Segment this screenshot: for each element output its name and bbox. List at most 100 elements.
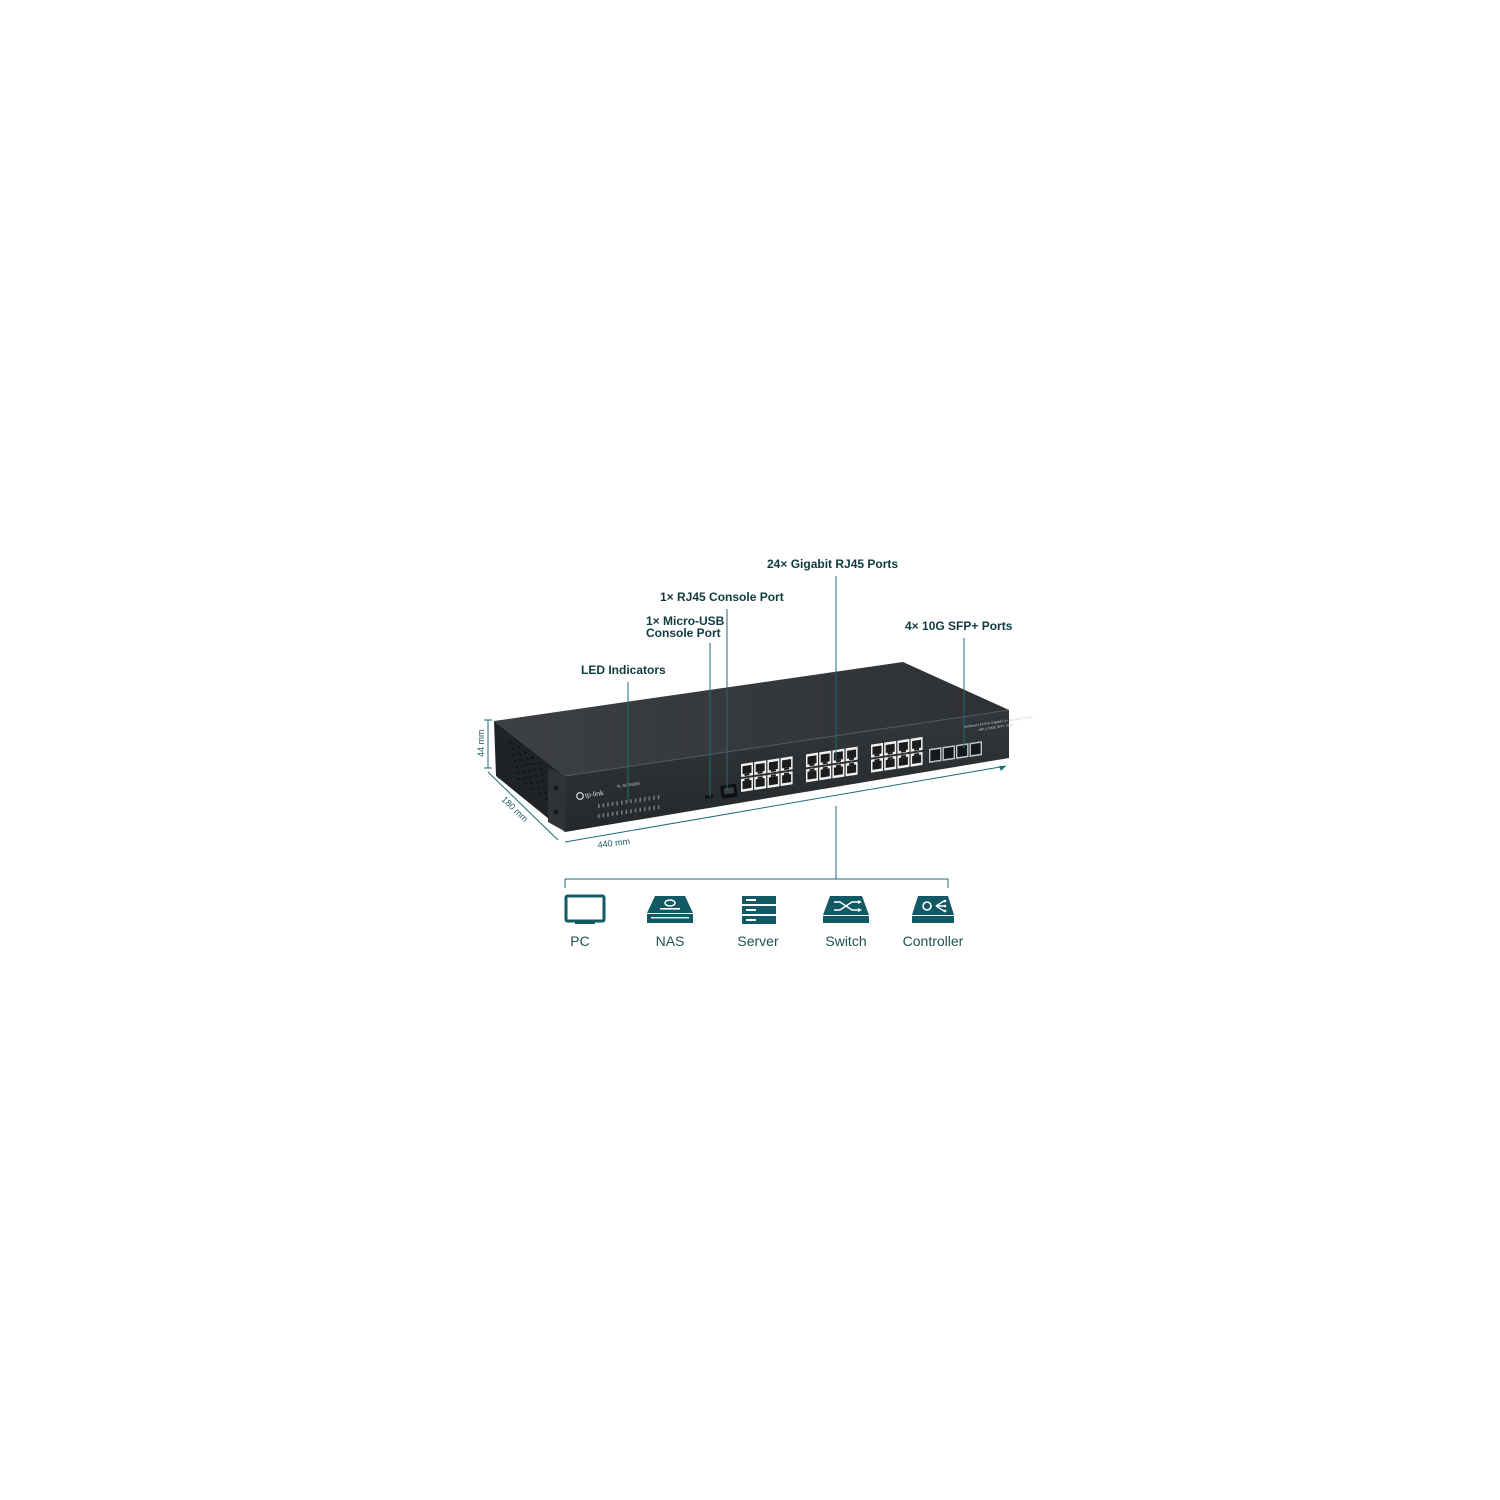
rj45-port[interactable] [819, 765, 832, 781]
rj45-port[interactable] [767, 773, 780, 789]
rj45-port[interactable] [845, 746, 858, 762]
rj45-port[interactable] [884, 755, 897, 771]
device-label-pc: PC [570, 933, 589, 949]
dimension-width: 440 mm [564, 765, 1007, 850]
device-label-switch: Switch [825, 933, 866, 949]
vent-hole [518, 753, 522, 755]
rj45-port[interactable] [806, 752, 818, 768]
switch-icon [823, 896, 869, 923]
usb-console-label: 1× Micro-USB [646, 614, 725, 628]
gigabit-ports-label: 24× Gigabit RJ45 Ports [767, 557, 898, 571]
led-light [598, 804, 600, 808]
vent-hole [527, 770, 531, 772]
sfp-port[interactable] [956, 743, 969, 759]
led-light [639, 807, 641, 812]
led-light [630, 809, 632, 814]
usb-console-label-2: Console Port [646, 626, 721, 640]
vent-hole [538, 762, 542, 764]
rj45-port[interactable] [910, 751, 923, 767]
led-light [611, 811, 614, 816]
callout-rj45-console: 1× RJ45 Console Port [660, 590, 784, 790]
side-vents [510, 742, 549, 800]
led-light [653, 805, 655, 810]
led-light [625, 809, 628, 814]
chassis-front [565, 710, 1009, 832]
led-light [616, 811, 618, 816]
led-light [602, 803, 605, 808]
sfp-plus-ports[interactable] [929, 741, 982, 763]
device-server: Server [737, 896, 779, 949]
vent-hole [531, 757, 535, 759]
rj45-port[interactable] [910, 736, 923, 752]
vent-hole [530, 782, 534, 784]
sfp-ports-label: 4× 10G SFP+ Ports [905, 619, 1013, 633]
rj45-port[interactable] [754, 775, 767, 791]
gigabit-rj45-ports[interactable] [741, 736, 923, 792]
vent-hole [524, 752, 528, 754]
rj45-port[interactable] [806, 767, 818, 783]
vent-hole [513, 760, 517, 762]
vent-hole [528, 776, 532, 778]
connection-tree [564, 806, 949, 888]
led-light [639, 797, 641, 802]
rj45-port[interactable] [871, 742, 883, 758]
micro-usb-console-port[interactable] [704, 794, 714, 799]
vent-hole [539, 768, 543, 770]
vent-hole [512, 754, 516, 756]
rj45-port[interactable] [741, 762, 753, 777]
vent-hole [524, 783, 528, 785]
vent-hole [517, 747, 521, 749]
led-light [648, 806, 651, 811]
led-light [607, 802, 609, 807]
vent-hole [544, 792, 548, 794]
rj45-port[interactable] [780, 756, 793, 772]
rj45-port[interactable] [780, 771, 793, 787]
rj45-port[interactable] [884, 740, 897, 756]
sfp-port[interactable] [929, 747, 942, 763]
vent-hole [517, 778, 521, 780]
led-light [621, 810, 623, 815]
rj45-port[interactable] [767, 758, 780, 774]
led-light [630, 799, 632, 804]
monitor-icon [564, 894, 606, 924]
led-indicators [598, 795, 660, 818]
rj45-port[interactable] [897, 753, 910, 769]
rj45-port[interactable] [832, 748, 845, 764]
vent-hole [533, 769, 537, 771]
led-light [602, 813, 605, 818]
device-switch: Switch [823, 896, 869, 949]
callout-led-indicators: LED Indicators [581, 663, 666, 802]
vent-hole [545, 798, 549, 800]
vent-hole [542, 786, 546, 788]
sfp-port[interactable] [942, 745, 956, 761]
rj45-console-label: 1× RJ45 Console Port [660, 590, 784, 604]
rj45-port[interactable] [845, 761, 858, 777]
vent-hole [516, 772, 520, 774]
tp-link-logo: tp-link [576, 790, 605, 800]
server-icon [742, 896, 776, 924]
sfp-port[interactable] [969, 741, 983, 757]
rj45-port[interactable] [897, 738, 910, 754]
rj45-port[interactable] [832, 763, 845, 779]
rack-ear [548, 768, 566, 832]
led-light [625, 799, 628, 804]
led-light [598, 814, 600, 818]
callout-usb-console: 1× Micro-USB Console Port [646, 614, 725, 797]
vent-hole [520, 765, 524, 767]
brand-name: tp-link [585, 790, 605, 800]
rj45-port[interactable] [754, 760, 767, 776]
panel-description-2: with 4 10GE SFP+ Slots [978, 723, 1014, 732]
rj45-port[interactable] [871, 757, 883, 773]
vent-hole [521, 771, 525, 773]
height-label: 44 mm [476, 729, 486, 757]
device-label-server: Server [737, 933, 779, 949]
vent-hole [534, 775, 538, 777]
led-light [644, 807, 646, 812]
rj45-console-port[interactable] [720, 783, 738, 799]
device-label-controller: Controller [903, 933, 964, 949]
rj45-port[interactable] [741, 777, 753, 792]
rj45-port[interactable] [819, 750, 832, 766]
callout-sfp-ports: 4× 10G SFP+ Ports [905, 619, 1013, 748]
led-light [634, 798, 637, 803]
chassis-top [494, 662, 1009, 776]
